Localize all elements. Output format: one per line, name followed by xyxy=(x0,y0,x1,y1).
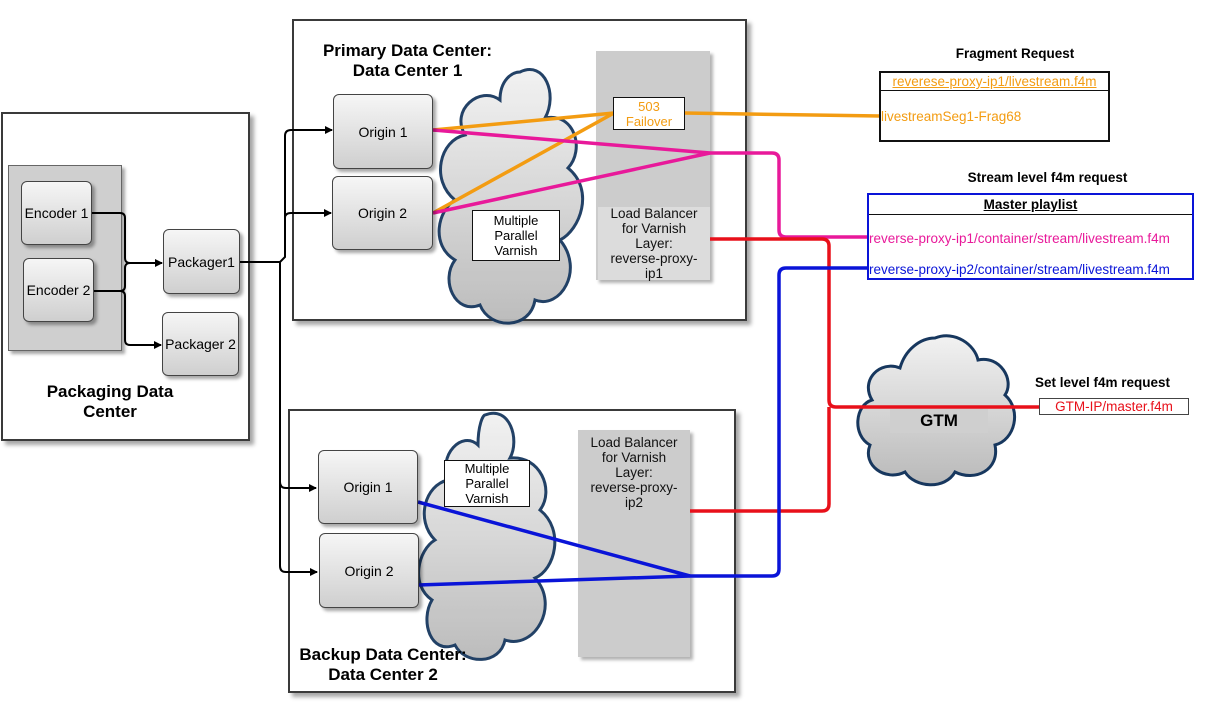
red-primary-lb-gtm xyxy=(710,237,1040,409)
connector-encoder2-packager2 xyxy=(94,290,162,349)
backup-origin-2-label: Origin 2 xyxy=(344,562,394,579)
set-request-heading: Set level f4m request xyxy=(1034,375,1171,390)
backup-origin-1[interactable]: Origin 1 xyxy=(318,450,418,524)
blue-origin1-lb xyxy=(417,500,691,578)
orange-origin2-failover xyxy=(432,111,615,215)
primary-varnish-label: Multiple Parallel Varnish xyxy=(472,210,560,261)
playlist-entry-ip1[interactable]: reverse-proxy-ip1/container/stream/lives… xyxy=(869,231,1170,246)
orange-failover-fragment xyxy=(683,111,881,118)
fragment-segment: livestreamSeg1-Frag68 xyxy=(881,109,1022,124)
backup-varnish-cloud xyxy=(417,411,557,661)
packager-2[interactable]: Packager 2 xyxy=(162,312,239,376)
gtm-label[interactable]: GTM xyxy=(890,409,988,433)
magenta-lb-playlist xyxy=(710,151,868,239)
fragment-request-box: reverese-proxy-ip1/livestream.f4m livest… xyxy=(879,71,1110,142)
set-request-url[interactable]: GTM-IP/master.f4m xyxy=(1039,398,1189,415)
primary-origin-2-label: Origin 2 xyxy=(357,205,408,221)
orange-origin1-failover xyxy=(432,111,615,132)
backup-origin-1-label: Origin 1 xyxy=(343,479,393,495)
magenta-origin2-lb xyxy=(432,151,711,215)
packager-1-label: Packager1 xyxy=(168,253,235,270)
backup-dc-title: Backup Data Center: Data Center 2 xyxy=(299,645,467,684)
primary-origin-2[interactable]: Origin 2 xyxy=(332,176,433,250)
packaging-dc-title: Packaging Data Center xyxy=(46,382,174,421)
connector-packager1-backup-origin1 xyxy=(279,262,317,492)
connector-packager1-backup-origin2 xyxy=(279,480,318,576)
packager-2-label: Packager 2 xyxy=(165,336,236,352)
primary-origin-1[interactable]: Origin 1 xyxy=(333,94,433,169)
encoder-2-label: Encoder 2 xyxy=(26,282,91,298)
fragment-request-heading: Fragment Request xyxy=(955,46,1075,61)
blue-lb-playlist xyxy=(690,266,868,578)
magenta-origin1-lb xyxy=(432,128,711,155)
red-backup-lb-gtm xyxy=(690,407,831,513)
primary-origin-1-label: Origin 1 xyxy=(358,123,408,140)
connector-packager1-primary-origin2 xyxy=(284,209,332,240)
primary-load-balancer[interactable]: Load Balancer for Varnish Layer: reverse… xyxy=(598,206,710,281)
playlist-entry-ip2[interactable]: reverse-proxy-ip2/container/stream/lives… xyxy=(869,262,1170,277)
master-playlist-title: Master playlist xyxy=(869,195,1192,215)
primary-dc-title: Primary Data Center: Data Center 1 xyxy=(322,41,493,80)
encoder-1[interactable]: Encoder 1 xyxy=(21,181,92,245)
connector-packager1-primary-origin1 xyxy=(279,126,333,263)
connector-encoder2-packager1 xyxy=(94,262,131,292)
backup-varnish-label: Multiple Parallel Varnish xyxy=(444,460,530,507)
fragment-url[interactable]: reverese-proxy-ip1/livestream.f4m xyxy=(881,73,1108,91)
connector-encoder1-packager1 xyxy=(92,212,163,267)
blue-origin2-lb xyxy=(417,574,691,587)
failover-box: 503 Failover xyxy=(613,97,685,130)
master-playlist-box: Master playlist reverse-proxy-ip1/contai… xyxy=(867,193,1194,280)
backup-load-balancer[interactable]: Load Balancer for Varnish Layer: reverse… xyxy=(580,432,688,512)
encoder-1-label: Encoder 1 xyxy=(24,205,89,221)
packager-1[interactable]: Packager1 xyxy=(163,229,240,294)
encoder-2[interactable]: Encoder 2 xyxy=(23,258,94,322)
stream-request-heading: Stream level f4m request xyxy=(967,170,1128,185)
backup-origin-2[interactable]: Origin 2 xyxy=(319,533,419,608)
